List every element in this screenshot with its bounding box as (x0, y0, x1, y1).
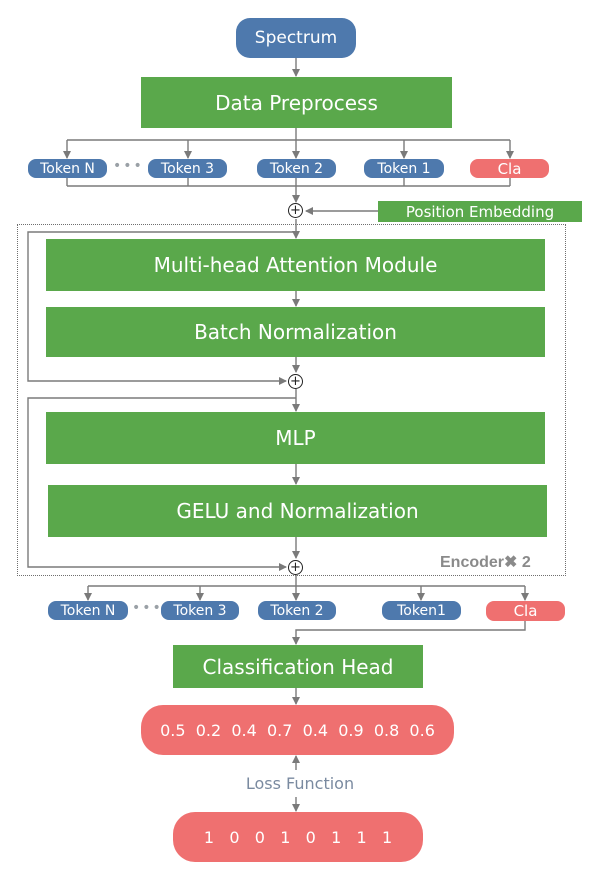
token-n-bottom: Token N (48, 601, 128, 620)
residual-connection-2 (27, 397, 296, 571)
add-operator-1: + (288, 203, 303, 218)
token-3-bottom: Token 3 (161, 601, 239, 620)
classification-head-node: Classification Head (173, 645, 423, 688)
encoder-block-frame (17, 224, 566, 576)
token-1-top: Token 1 (364, 159, 444, 178)
mlp-node: MLP (46, 412, 545, 464)
loss-function-label: Loss Function (245, 774, 355, 793)
token-2-top: Token 2 (257, 159, 336, 178)
add-operator-3: + (288, 560, 303, 575)
spectrum-node: Spectrum (236, 18, 356, 58)
token-3-top: Token 3 (148, 159, 227, 178)
multihead-attention-node: Multi-head Attention Module (46, 239, 545, 291)
position-embedding-node: Position Embedding (378, 201, 582, 222)
add-operator-2: + (288, 374, 303, 389)
token-ellipsis-top: ••• (113, 158, 144, 174)
encoder-repeat-label: Encoder✖ 2 (440, 554, 531, 571)
gelu-normalization-node: GELU and Normalization (48, 485, 547, 537)
residual-connection-1 (27, 231, 296, 385)
token-ellipsis-bottom: ••• (132, 600, 163, 616)
token-n-top: Token N (28, 159, 107, 178)
arrow-cla-to-head (292, 621, 526, 645)
ground-truth-labels: 1 0 0 1 0 1 1 1 (173, 812, 423, 862)
data-preprocess-node: Data Preprocess (141, 77, 452, 128)
cla-token-top: Cla (470, 159, 549, 178)
batch-normalization-node: Batch Normalization (46, 307, 545, 357)
prediction-scores: 0.5 0.2 0.4 0.7 0.4 0.9 0.8 0.6 (141, 705, 454, 755)
token-1-bottom: Token1 (382, 601, 461, 620)
cla-token-bottom: Cla (486, 601, 565, 621)
token-2-bottom: Token 2 (258, 601, 336, 620)
